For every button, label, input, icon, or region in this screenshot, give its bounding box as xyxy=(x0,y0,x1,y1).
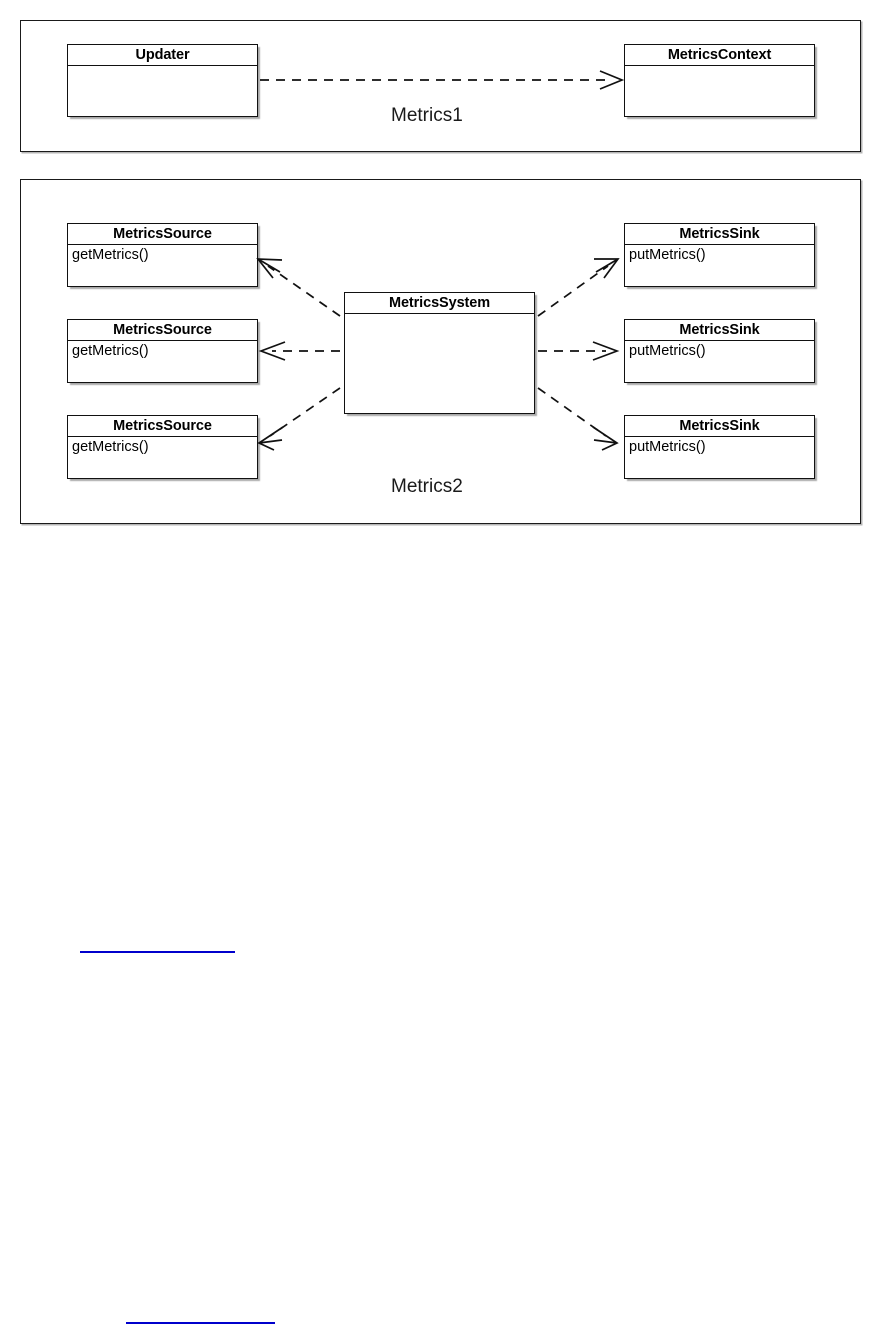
uml-operation: putMetrics() xyxy=(629,343,706,359)
uml-class-body: putMetrics() xyxy=(625,245,814,286)
uml-operation: getMetrics() xyxy=(72,439,149,455)
uml-class-title: Updater xyxy=(68,45,257,66)
uml-class-metricssource-1[interactable]: MetricsSource getMetrics() xyxy=(67,223,258,287)
diagram-caption-metrics1: Metrics1 xyxy=(391,105,463,126)
uml-operation: putMetrics() xyxy=(629,439,706,455)
uml-class-body xyxy=(345,314,534,413)
uml-class-body: putMetrics() xyxy=(625,341,814,382)
uml-class-title: MetricsSource xyxy=(68,224,257,245)
uml-operation: getMetrics() xyxy=(72,247,149,263)
uml-class-title: MetricsSink xyxy=(625,320,814,341)
uml-class-metricssink-1[interactable]: MetricsSink putMetrics() xyxy=(624,223,815,287)
uml-operation: putMetrics() xyxy=(629,247,706,263)
uml-class-metricssource-3[interactable]: MetricsSource getMetrics() xyxy=(67,415,258,479)
uml-class-title: MetricsSink xyxy=(625,224,814,245)
uml-class-title: MetricsSystem xyxy=(345,293,534,314)
diagram-caption-metrics2: Metrics2 xyxy=(391,476,463,497)
uml-class-title: MetricsSink xyxy=(625,416,814,437)
uml-class-body: getMetrics() xyxy=(68,245,257,286)
uml-class-title: MetricsSource xyxy=(68,416,257,437)
uml-class-metricssource-2[interactable]: MetricsSource getMetrics() xyxy=(67,319,258,383)
link-underline-lower[interactable] xyxy=(126,1322,275,1324)
uml-class-body xyxy=(68,66,257,116)
uml-class-body xyxy=(625,66,814,116)
uml-class-title: MetricsSource xyxy=(68,320,257,341)
uml-class-metricssink-3[interactable]: MetricsSink putMetrics() xyxy=(624,415,815,479)
uml-class-updater[interactable]: Updater xyxy=(67,44,258,117)
uml-class-body: getMetrics() xyxy=(68,437,257,478)
uml-operation: getMetrics() xyxy=(72,343,149,359)
link-underline-upper[interactable] xyxy=(80,951,235,953)
uml-class-body: getMetrics() xyxy=(68,341,257,382)
uml-class-metricssystem[interactable]: MetricsSystem xyxy=(344,292,535,414)
uml-class-metricscontext[interactable]: MetricsContext xyxy=(624,44,815,117)
uml-class-metricssink-2[interactable]: MetricsSink putMetrics() xyxy=(624,319,815,383)
uml-class-body: putMetrics() xyxy=(625,437,814,478)
uml-class-title: MetricsContext xyxy=(625,45,814,66)
